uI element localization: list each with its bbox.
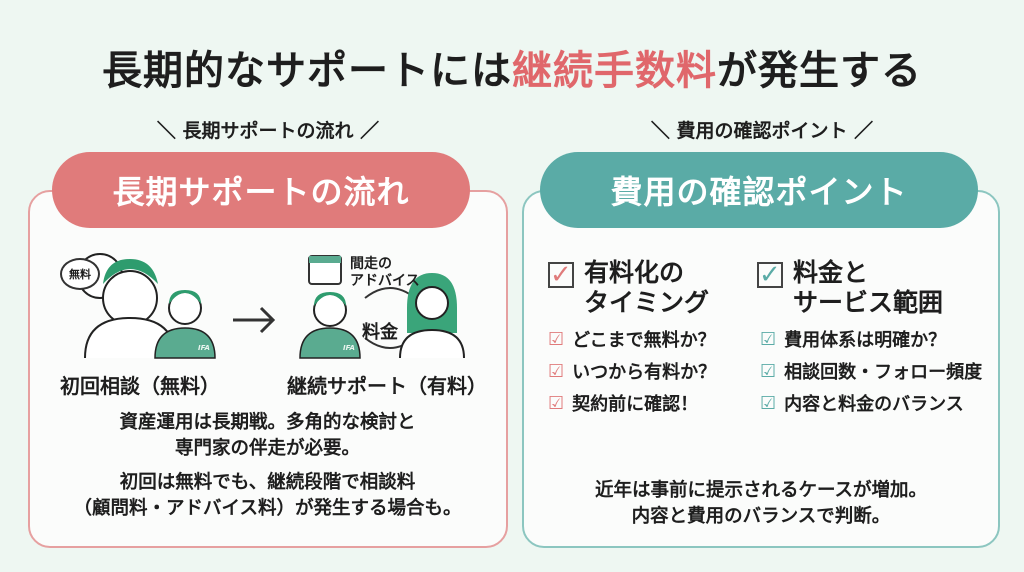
- left-subheading: ＼ 長期サポートの流れ ／: [156, 120, 380, 142]
- right-footer: 近年は事前に提示されるケースが増加。 内容と費用のバランスで判断。: [594, 480, 928, 527]
- checkbox-icon: ☑: [548, 392, 565, 414]
- right-card: [522, 190, 1000, 548]
- advisor-badge: IFA: [198, 344, 210, 352]
- calendar-note: 間走の アドバイス: [350, 256, 420, 289]
- scope-heading: ✓料金と サービス範囲: [757, 258, 944, 317]
- checkbox-icon: ✓: [548, 262, 574, 288]
- step-continued-support: 継続サポート（有料）: [287, 374, 487, 398]
- step-initial-consultation: 初回相談（無料）: [60, 374, 220, 398]
- client-woman-icon: [399, 273, 465, 359]
- check-item: ☑どこまで無料か？: [548, 328, 716, 352]
- checkbox-icon: ☑: [548, 360, 565, 382]
- free-speech-bubble: 無料: [60, 258, 100, 290]
- checkbox-icon: ☑: [760, 392, 777, 414]
- checkbox-icon: ☑: [760, 328, 777, 350]
- checkbox-icon: ✓: [757, 262, 783, 288]
- check-item: ☑内容と料金のバランス: [760, 392, 964, 416]
- advisor-man-icon: [299, 292, 361, 359]
- client-woman-icon: [77, 253, 176, 359]
- left-paragraph-2: 初回は無料でも、継続段階で相談料 （顧問料・アドバイス料）が発生する場合も。: [73, 472, 462, 519]
- left-card: [28, 190, 508, 548]
- consultation-illustration: [77, 253, 465, 359]
- page-title: 長期的なサポートには継続手数料が発生する: [102, 48, 922, 94]
- left-pill: 長期サポートの流れ: [52, 152, 470, 228]
- fee-label: 料金: [362, 322, 398, 343]
- right-subheading: ＼ 費用の確認ポイント ／: [650, 120, 874, 142]
- timing-heading: ✓有料化の タイミング: [548, 258, 710, 317]
- left-paragraph-1: 資産運用は長期戦。多角的な検討と 専門家の伴走が必要。: [119, 412, 416, 459]
- check-item: ☑いつから有料か？: [548, 360, 717, 384]
- arrow-right-icon: [233, 306, 276, 334]
- checkbox-icon: ☑: [760, 360, 777, 382]
- check-item: ☑費用体系は明確か？: [760, 328, 947, 352]
- checkbox-icon: ☑: [548, 328, 565, 350]
- check-item: ☑相談回数・フォロー頻度: [760, 360, 983, 384]
- calendar-icon: [308, 255, 342, 285]
- advisor-badge: IFA: [343, 344, 355, 352]
- right-pill: 費用の確認ポイント: [540, 152, 978, 228]
- check-item: ☑契約前に確認！: [548, 392, 699, 416]
- advisor-man-icon: [154, 290, 216, 359]
